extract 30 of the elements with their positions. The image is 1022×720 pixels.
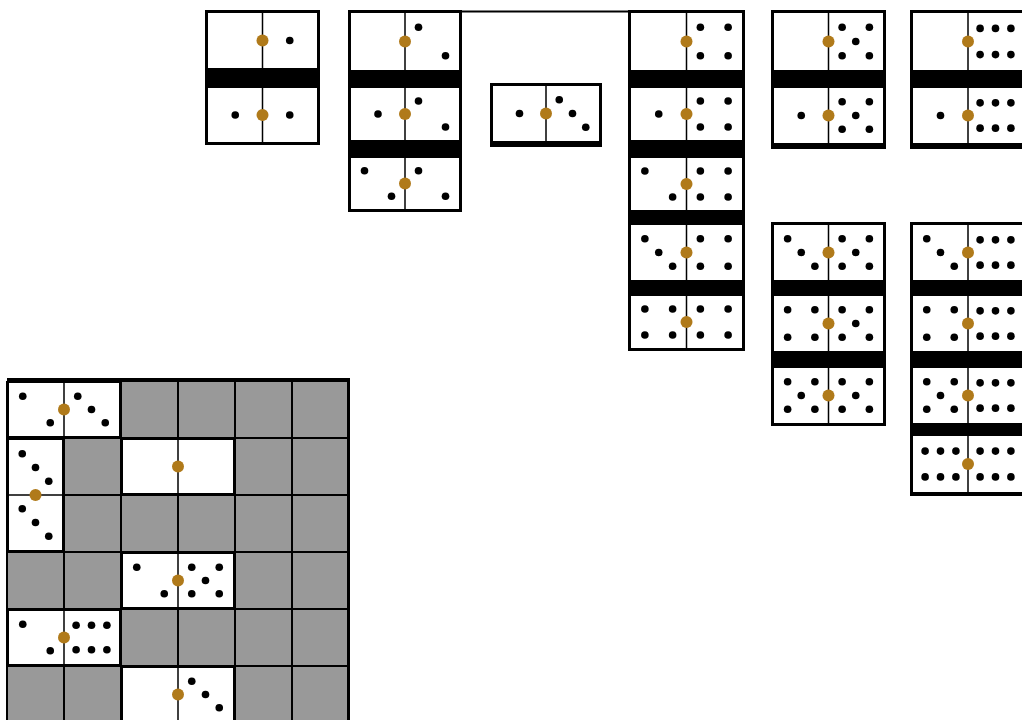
domino-tile xyxy=(771,365,886,426)
domino-tile xyxy=(628,293,745,351)
domino-tile xyxy=(628,155,745,222)
domino-tile xyxy=(348,155,462,212)
domino-tile xyxy=(771,293,886,365)
domino-tile xyxy=(490,83,602,147)
domino-tile xyxy=(910,222,1022,293)
game-board xyxy=(7,378,350,720)
domino-tile xyxy=(910,365,1022,433)
domino-tile xyxy=(628,10,745,85)
connector-line xyxy=(461,10,629,13)
domino-tile xyxy=(121,552,235,609)
domino-tile xyxy=(348,10,462,85)
domino-tile xyxy=(7,381,121,438)
domino-tile xyxy=(910,433,1022,496)
domino-tile xyxy=(771,222,886,293)
domino-tile xyxy=(121,666,235,720)
domino-tile xyxy=(910,10,1022,85)
domino-tile xyxy=(910,85,1022,149)
domino-tile xyxy=(205,10,320,85)
domino-tile xyxy=(348,85,462,155)
domino-tile xyxy=(205,85,320,145)
domino-tile xyxy=(7,609,121,666)
domino-tile xyxy=(771,85,886,149)
domino-tile xyxy=(771,10,886,85)
domino-tile xyxy=(910,293,1022,365)
domino-tile xyxy=(121,438,235,495)
domino-tile xyxy=(628,222,745,293)
domino-tile xyxy=(628,85,745,155)
domino-tile xyxy=(7,438,64,552)
